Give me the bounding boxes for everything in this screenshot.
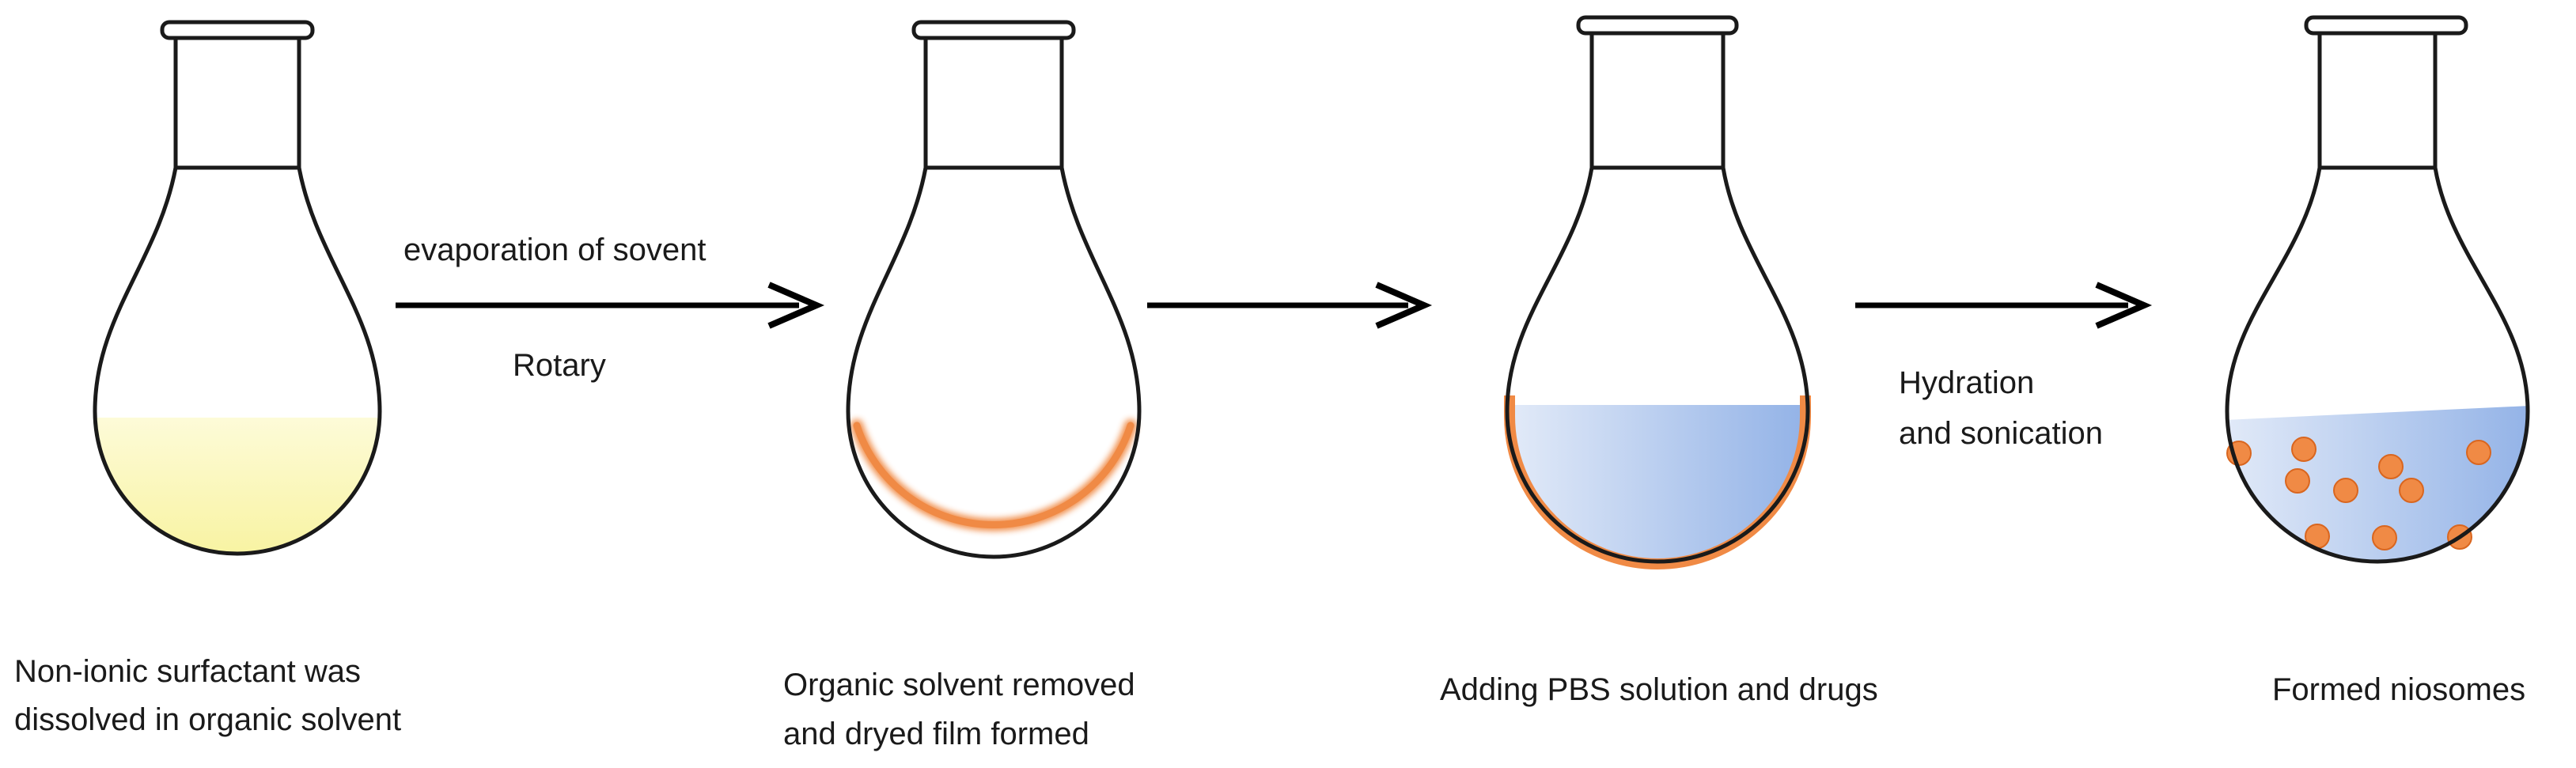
niosome-particle (2399, 478, 2424, 503)
flask-2-rim (911, 20, 1076, 40)
niosome-particle (2291, 437, 2317, 462)
flask-1-rim (160, 20, 315, 40)
step-3-caption: Adding PBS solution and drugs (1440, 672, 1878, 707)
step-1-caption-line1: Non-ionic surfactant was (14, 654, 361, 689)
flask-2 (846, 20, 1142, 559)
niosome-particle (2285, 468, 2310, 494)
flask-2-outline (846, 33, 1142, 559)
step-1-caption-line2: dissolved in organic solvent (14, 702, 402, 737)
step-2-caption-line2: and dryed film formed (783, 717, 1089, 751)
arrow-2-head (1375, 282, 1433, 329)
step-2-caption-line1: Organic solvent removed (783, 668, 1135, 702)
arrow-1-label-bottom: Rotary (513, 348, 606, 383)
arrow-3-label-top: Hydration (1899, 365, 2035, 400)
niosome-particle (2333, 478, 2358, 503)
arrow-2 (1147, 282, 1433, 329)
flask-1-outline (93, 33, 382, 556)
arrow-1-head (767, 282, 825, 329)
dried-film (850, 419, 1137, 532)
flask-3 (1504, 15, 1811, 569)
flask-4-outline (2225, 33, 2530, 564)
flask-1 (93, 20, 382, 556)
yellow-solution (95, 418, 380, 554)
niosome-suspension (2227, 405, 2528, 562)
arrow-1 (396, 282, 825, 329)
niosome-particle (2466, 440, 2491, 465)
flask-3-outline (1505, 33, 1810, 564)
step-4-caption: Formed niosomes (2272, 672, 2526, 707)
arrow-3 (1855, 282, 2153, 329)
arrow-1-label-top: evaporation of sovent (403, 233, 707, 267)
arrow-3-label-bottom: and sonication (1899, 416, 2103, 451)
flask-3-rim (1576, 15, 1739, 36)
niosome-particle (2372, 525, 2397, 550)
flask-4-rim (2304, 15, 2468, 36)
arrow-3-head (2095, 282, 2153, 329)
flask-4 (2225, 15, 2530, 564)
niosome-particle (2378, 454, 2404, 479)
